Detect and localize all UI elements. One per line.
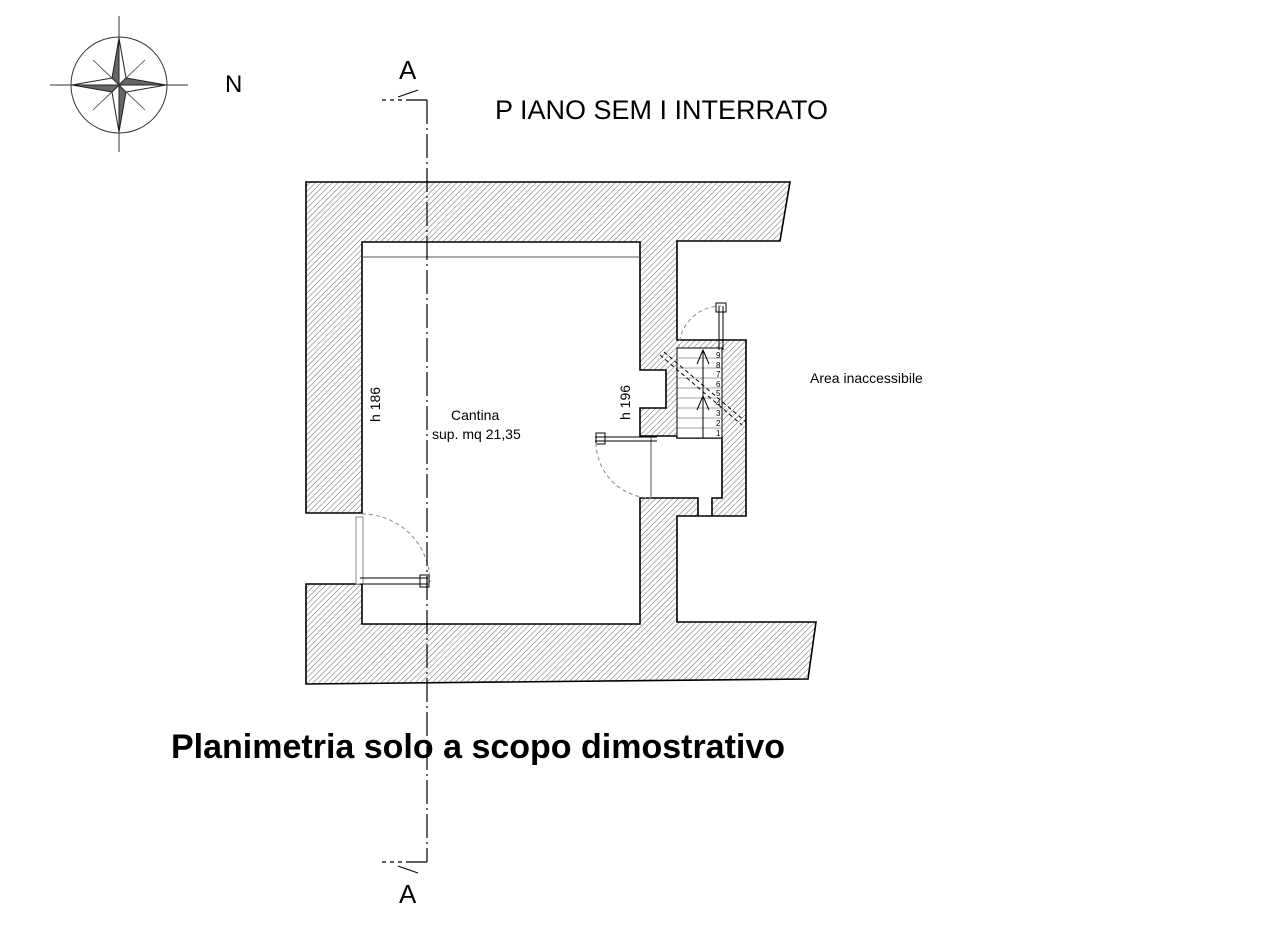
door-right (595, 432, 657, 499)
room-name-cantina: Cantina (451, 407, 499, 423)
door-left (355, 513, 431, 588)
footer-note: Planimetria solo a scopo dimostrativo (171, 728, 785, 766)
compass-rose-icon (50, 16, 188, 152)
stair-step-8: 8 (716, 361, 721, 370)
stair-step-4: 4 (716, 399, 721, 408)
section-line-a-a (378, 89, 428, 874)
height-label-right: h 196 (617, 385, 633, 420)
stair-step-3: 3 (716, 409, 721, 418)
inaccessible-area-label: Area inaccessibile (810, 370, 923, 386)
stair-step-7: 7 (716, 370, 721, 379)
door-stair-top (678, 302, 727, 350)
stair-step-9: 9 (716, 351, 721, 360)
stair-step-6: 6 (716, 380, 721, 389)
height-label-left: h 186 (367, 387, 383, 422)
stair-step-5: 5 (716, 389, 721, 398)
staircase: 1 2 3 4 5 6 7 8 9 (659, 347, 747, 439)
section-label-top: A (399, 55, 417, 85)
north-label: N (225, 71, 242, 98)
section-label-bottom: A (399, 879, 417, 909)
stair-step-1: 1 (716, 429, 721, 438)
plan-title: P IANO SEM I INTERRATO (495, 95, 828, 125)
stair-step-2: 2 (716, 419, 721, 428)
room-area-cantina: sup. mq 21,35 (432, 426, 521, 442)
